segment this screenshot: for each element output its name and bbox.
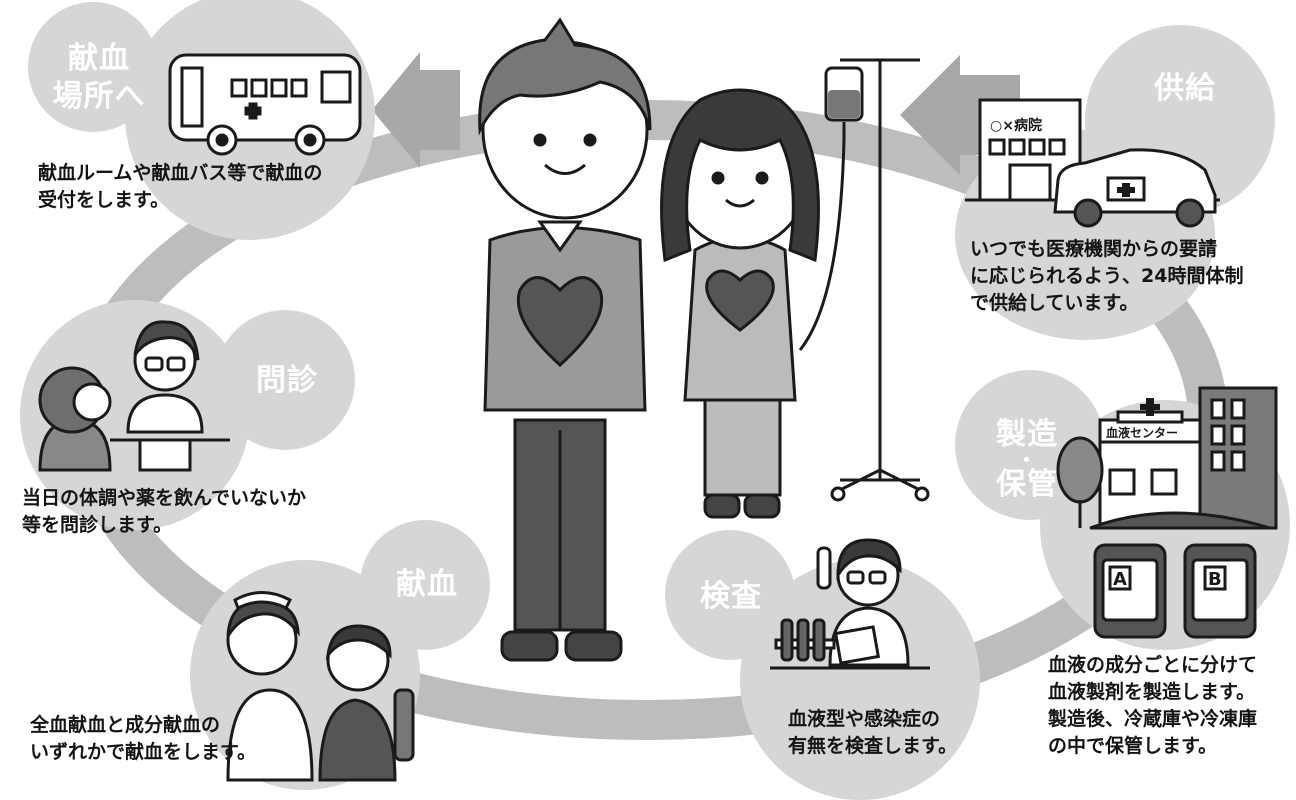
donation-description-line-2: いずれかで献血をします。 <box>30 740 257 763</box>
manufacturing-description-line-1: 血液の成分ごとに分けて <box>1048 654 1258 676</box>
arrow-to-venue <box>372 52 460 168</box>
donation-description-line-1: 全血献血と成分献血の <box>30 714 221 736</box>
interview-description-line-1: 当日の体調や薬を飲んでいないか <box>22 487 307 509</box>
testing-description: 血液型や感染症の 有無を検査します。 <box>788 706 957 760</box>
girl-illustration <box>660 88 820 519</box>
venue-description: 献血ルームや献血バス等で献血の 受付をします。 <box>38 160 322 214</box>
manufacturing-title-line-2: ・ <box>1016 448 1038 472</box>
blood-center-sign: 血液センター <box>1106 425 1178 440</box>
supply-description-line-2: に応じられるよう、24時間体制 <box>970 264 1244 287</box>
interview-title-circle <box>215 310 355 450</box>
supply-description-line-3: で供給しています。 <box>970 291 1139 314</box>
supply-title: 供給 <box>1154 71 1216 106</box>
testing-title: 検査 <box>700 579 762 614</box>
donation-description: 全血献血と成分献血の いずれかで献血をします。 <box>30 712 256 766</box>
boy-illustration <box>478 17 652 662</box>
blood-bag-b-label: B <box>1208 569 1222 590</box>
manufacturing-description-line-3: 製造後、冷蔵庫や冷凍庫 <box>1048 707 1258 730</box>
interview-title: 問診 <box>256 363 318 398</box>
donation-bus-illustration <box>168 53 362 156</box>
manufacturing-description-line-4: の中で保管します。 <box>1048 734 1218 757</box>
hospital-illustration <box>965 98 1220 228</box>
donation-title: 献血 <box>396 567 458 602</box>
blood-bag-a-label: A <box>1113 569 1127 590</box>
manufacturing-description: 血液の成分ごとに分けて 血液製剤を製造します。 製造後、冷蔵庫や冷凍庫 の中で保… <box>1048 652 1257 760</box>
donation-illustration <box>226 591 415 782</box>
venue-title: 献血 場所へ <box>44 40 154 115</box>
interview-illustration <box>38 320 230 472</box>
testing-illustration <box>770 538 930 670</box>
interview-description-line-2: 等を問診します。 <box>22 513 173 536</box>
donation-title-circle <box>360 520 490 650</box>
testing-description-line-2: 有無を検査します。 <box>788 734 958 757</box>
manufacturing-description-line-2: 血液製剤を製造します。 <box>1048 680 1256 703</box>
testing-description-line-1: 血液型や感染症の <box>788 708 941 730</box>
supply-description: いつでも医療機関からの要請 に応じられるよう、24時間体制 で供給しています。 <box>970 236 1243 317</box>
supply-description-line-1: いつでも医療機関からの要請 <box>970 238 1218 260</box>
venue-description-line-1: 献血ルームや献血バス等で献血の <box>38 162 323 184</box>
venue-title-line-1: 献血 <box>68 41 130 76</box>
manufacturing-title-line-3: 保管 <box>996 467 1058 502</box>
venue-title-line-2: 場所へ <box>52 78 146 114</box>
hospital-sign: ○×病院 <box>990 117 1042 134</box>
iv-stand-illustration <box>798 58 930 502</box>
blood-center-illustration <box>1056 386 1278 639</box>
manufacturing-title-line-1: 製造 <box>996 417 1058 452</box>
interview-description: 当日の体調や薬を飲んでいないか 等を問診します。 <box>22 485 306 539</box>
manufacturing-title: 製造 ・ 保管 <box>972 420 1082 500</box>
venue-description-line-2: 受付をします。 <box>38 188 170 211</box>
